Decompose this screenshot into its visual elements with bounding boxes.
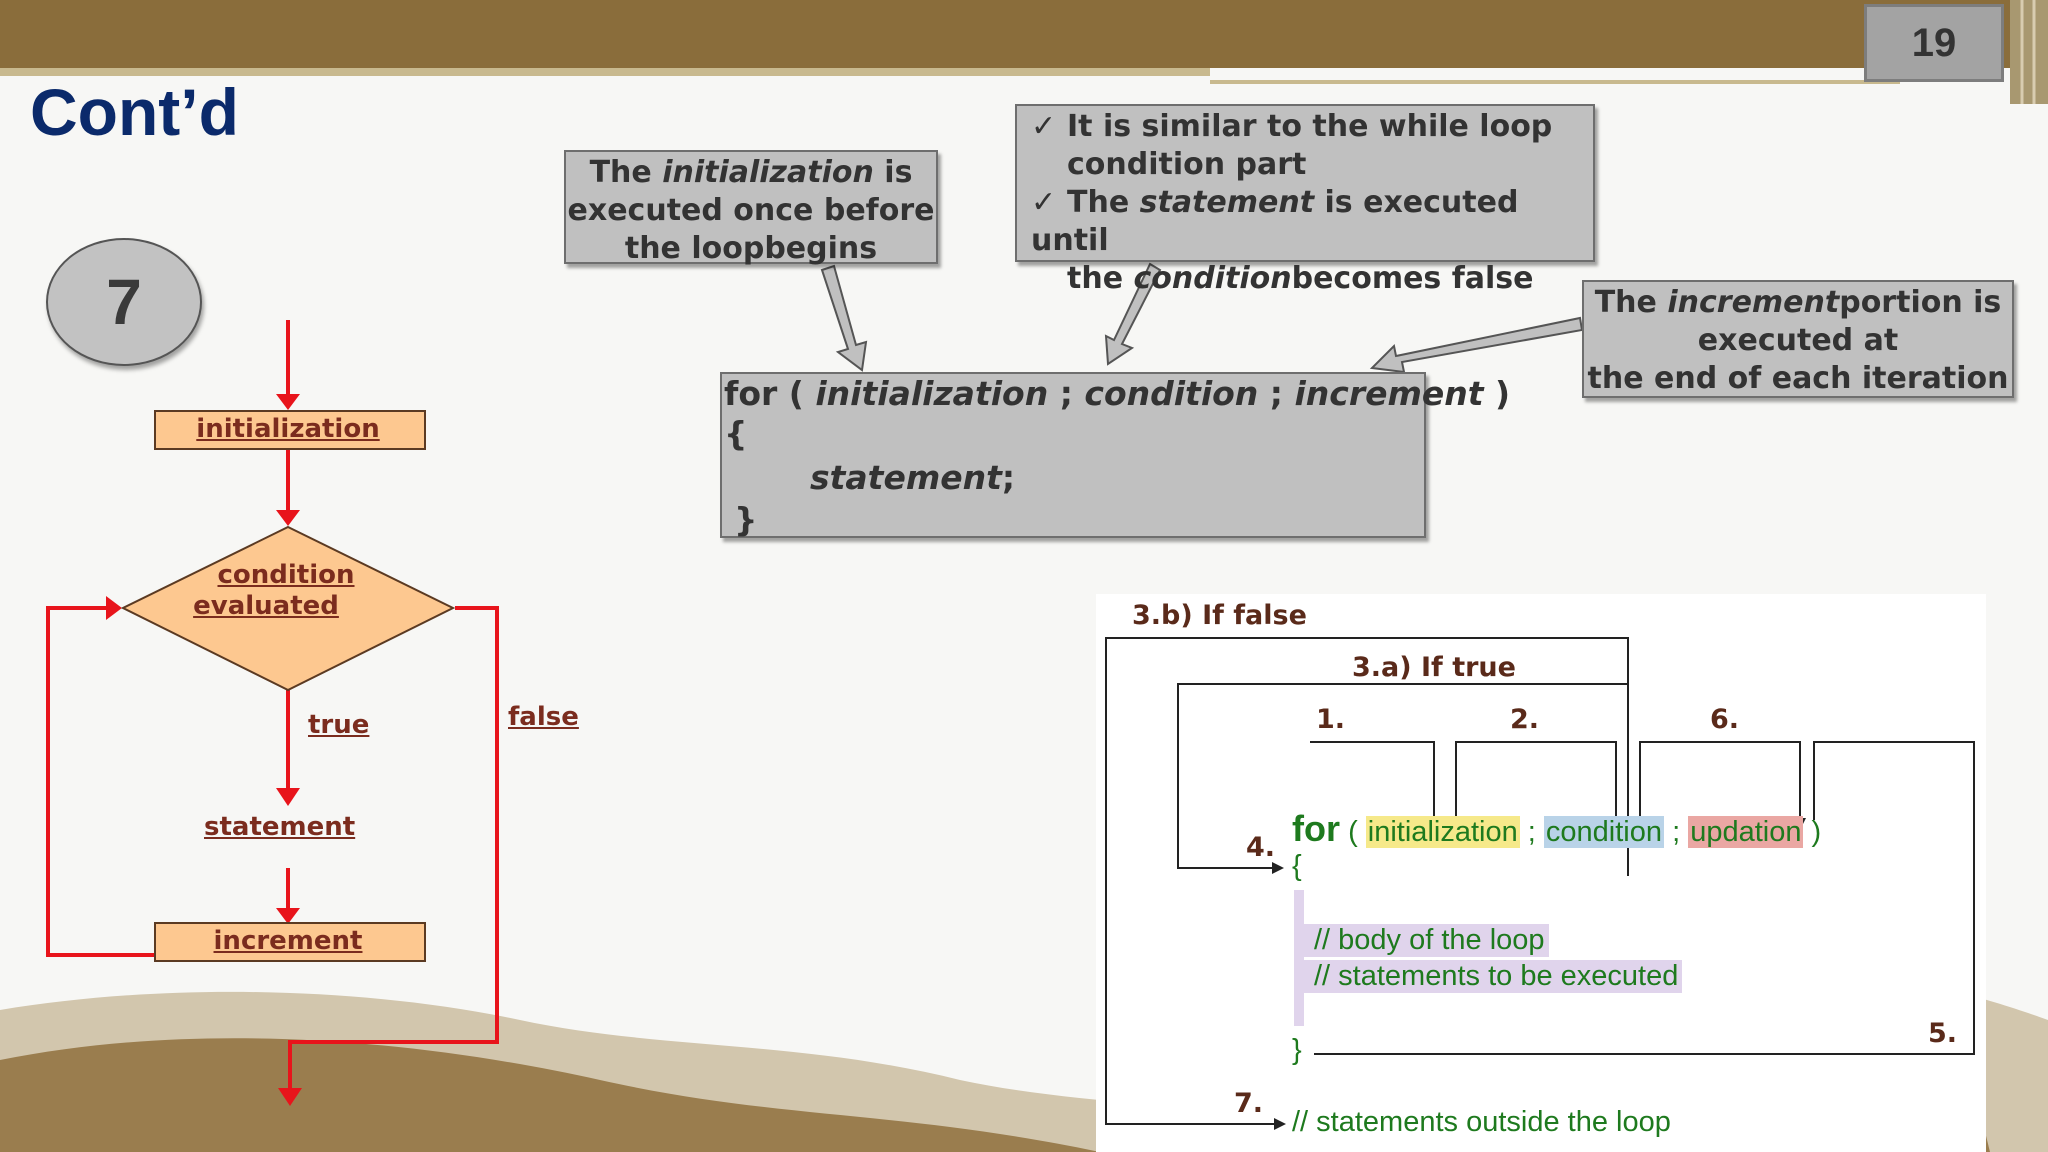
outside-loop-line: // statements outside the loop: [1292, 1106, 1671, 1138]
condition-diamond: [120, 525, 456, 692]
diagram-lines: [1105, 637, 1975, 1130]
code-brace-close: }: [1292, 1034, 1302, 1066]
increment-box: [154, 922, 426, 962]
step-2-label: 2.: [1510, 704, 1540, 735]
step-6-label: 6.: [1710, 704, 1740, 735]
top-band: [0, 0, 2048, 68]
slide-title: Cont’d: [30, 75, 239, 149]
for-keyword: for: [1292, 808, 1340, 849]
step-badge: 7: [46, 238, 202, 366]
inc-pointer: [1369, 316, 1584, 374]
false-label: false: [508, 702, 579, 732]
loop-body-block: [1294, 890, 1304, 1026]
statement-label: statement: [204, 812, 356, 842]
if-false-label: 3.b) If false: [1132, 600, 1307, 631]
for-syntax-box: for ( initialization ; condition ; incre…: [720, 372, 1510, 539]
step-4-label: 4.: [1246, 832, 1276, 863]
upd-highlight: updation: [1688, 816, 1804, 848]
initialization-box: [154, 410, 426, 450]
loop-body-line1: // body of the loop: [1294, 924, 1549, 957]
step-number: 7: [106, 266, 142, 338]
slide-number-box: 19: [1864, 4, 2004, 82]
top-band-accent: [0, 68, 1210, 76]
code-brace-open: {: [1292, 850, 1302, 882]
flowchart-arrows: [46, 320, 499, 1106]
init-highlight: initialization: [1365, 816, 1520, 848]
increment-label: increment: [213, 926, 363, 956]
condition-label-line2: evaluated: [193, 591, 339, 621]
if-true-label: 3.a) If true: [1352, 652, 1516, 683]
condition-label-line1: condition: [217, 560, 355, 590]
cond-highlight: condition: [1543, 816, 1664, 848]
step-7-label: 7.: [1234, 1088, 1264, 1119]
condition-callout: ✓It is similar to the while loop conditi…: [1015, 104, 1595, 296]
cond-pointer: [1104, 262, 1162, 366]
step-1-label: 1.: [1316, 704, 1346, 735]
for-loop-diagram: 3.b) If false 3.a) If true 1. 2. 6. 4. 5…: [1096, 594, 1986, 1152]
right-stripe: [2010, 0, 2048, 104]
true-label: true: [308, 710, 370, 740]
for-code-line: for ( initialization ; condition ; updat…: [1292, 808, 1822, 849]
loop-body-line2: // statements to be executed: [1294, 960, 1683, 993]
init-pointer: [820, 264, 868, 372]
slide-number: 19: [1911, 20, 1957, 65]
increment-callout: The incrementportion is executed at the …: [1582, 280, 2014, 398]
step-5-label: 5.: [1928, 1018, 1958, 1049]
bottom-wave-dark: [0, 1038, 1100, 1152]
initialization-label: initialization: [196, 414, 380, 444]
initialization-callout: The initialization is executed once befo…: [564, 150, 938, 266]
